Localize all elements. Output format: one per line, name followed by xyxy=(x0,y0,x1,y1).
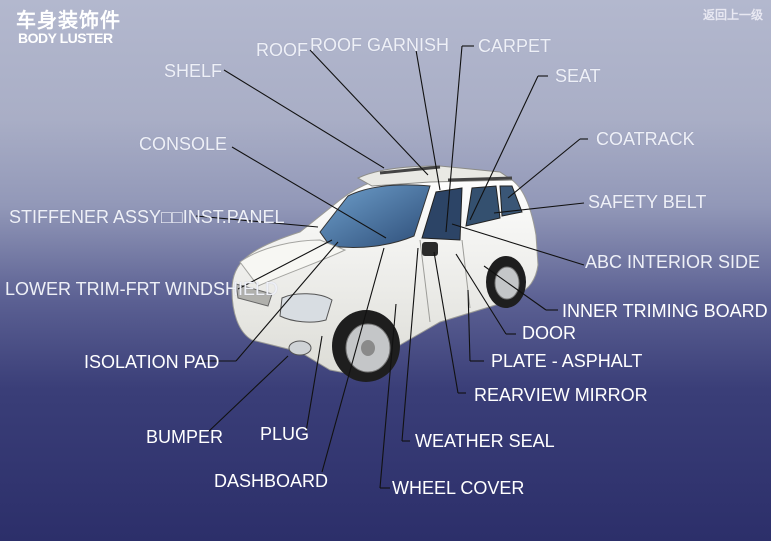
page-title-cn: 车身装饰件 xyxy=(16,8,121,32)
part-label-weather-seal[interactable]: WEATHER SEAL xyxy=(415,431,555,451)
part-label-roof[interactable]: ROOF xyxy=(256,40,308,60)
part-label-door[interactable]: DOOR xyxy=(522,323,576,343)
part-label-safety-belt[interactable]: SAFETY BELT xyxy=(588,192,707,212)
part-label-dashboard[interactable]: DASHBOARD xyxy=(214,471,329,491)
part-label-isolation-pad[interactable]: ISOLATION PAD xyxy=(84,352,220,372)
part-label-carpet[interactable]: CARPET xyxy=(478,36,552,56)
part-label-coatrack[interactable]: COATRACK xyxy=(596,129,695,149)
part-label-wheel-cover[interactable]: WHEEL COVER xyxy=(392,478,525,498)
part-label-console[interactable]: CONSOLE xyxy=(139,134,228,154)
part-label-plug[interactable]: PLUG xyxy=(260,424,310,444)
page-title-en: BODY LUSTER xyxy=(18,30,113,46)
part-label-seat[interactable]: SEAT xyxy=(555,66,601,86)
part-label-abc-interior-side[interactable]: ABC INTERIOR SIDE xyxy=(585,252,761,272)
part-label-rearview-mirror[interactable]: REARVIEW MIRROR xyxy=(474,385,648,405)
part-label-bumper[interactable]: BUMPER xyxy=(146,427,224,447)
part-label-plate-asphalt[interactable]: PLATE - ASPHALT xyxy=(491,351,643,371)
part-label-roof-garnish[interactable]: ROOF GARNISH xyxy=(310,35,450,55)
part-label-lower-trim-windshield[interactable]: LOWER TRIM-FRT WINDSHIELD xyxy=(5,279,279,299)
leader-lines xyxy=(195,45,588,489)
part-label-inner-triming-board[interactable]: INNER TRIMING BOARD xyxy=(562,301,768,321)
part-label-stiffener-inst-panel[interactable]: STIFFENER ASSY□□INST.PANEL xyxy=(9,207,285,227)
part-label-shelf[interactable]: SHELF xyxy=(164,61,223,81)
back-to-parent-link[interactable]: 返回上一级 xyxy=(702,8,763,22)
car-body xyxy=(231,165,539,382)
